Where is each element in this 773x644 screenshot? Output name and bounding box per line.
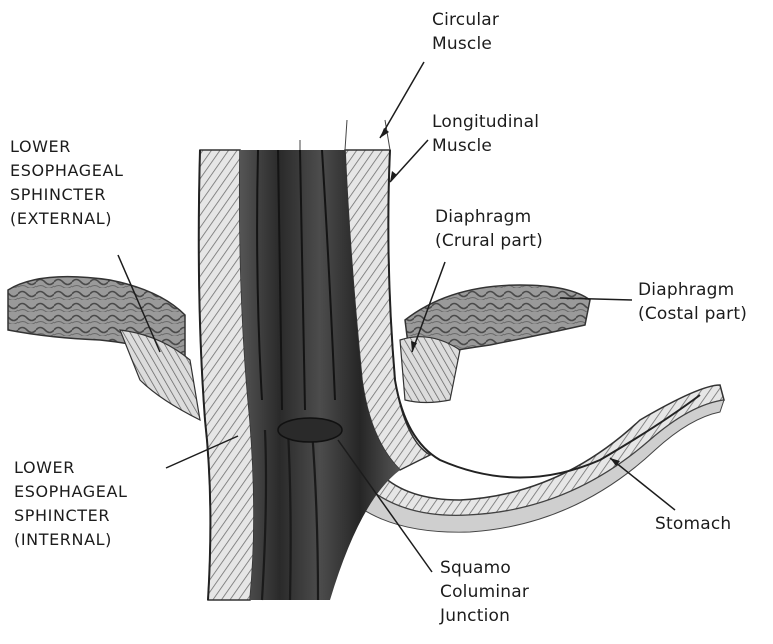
diaphragm-left-crus bbox=[120, 330, 200, 420]
label-les-external: LOWER ESOPHAGEAL SPHINCTER (EXTERNAL) bbox=[10, 135, 124, 231]
label-diaphragm-costal: Diaphragm (Costal part) bbox=[638, 278, 747, 326]
z-line bbox=[278, 418, 342, 442]
label-stomach: Stomach bbox=[655, 512, 731, 536]
label-circular-muscle: Circular Muscle bbox=[432, 8, 499, 56]
diaphragm-right-crus bbox=[400, 337, 460, 403]
label-diaphragm-crural: Diaphragm (Crural part) bbox=[435, 205, 543, 253]
label-longitudinal-muscle: Longitudinal Muscle bbox=[432, 110, 539, 158]
label-les-internal: LOWER ESOPHAGEAL SPHINCTER (INTERNAL) bbox=[14, 456, 128, 552]
label-squamo-columnar-junction: Squamo Columinar Junction bbox=[440, 556, 529, 628]
